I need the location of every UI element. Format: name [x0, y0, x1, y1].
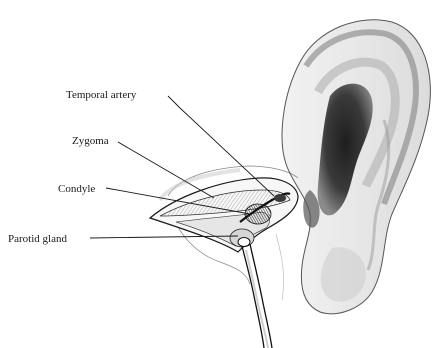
leader-zygoma [118, 142, 214, 198]
artery-knot [274, 194, 286, 202]
label-zygoma: Zygoma [72, 135, 109, 147]
label-condyle: Condyle [58, 183, 95, 195]
label-temporal-artery: Temporal artery [66, 89, 137, 101]
drain-tube [242, 244, 272, 348]
auricle [282, 20, 430, 314]
label-parotid-gland: Parotid gland [8, 233, 67, 245]
parotid-duct-opening [238, 238, 250, 247]
